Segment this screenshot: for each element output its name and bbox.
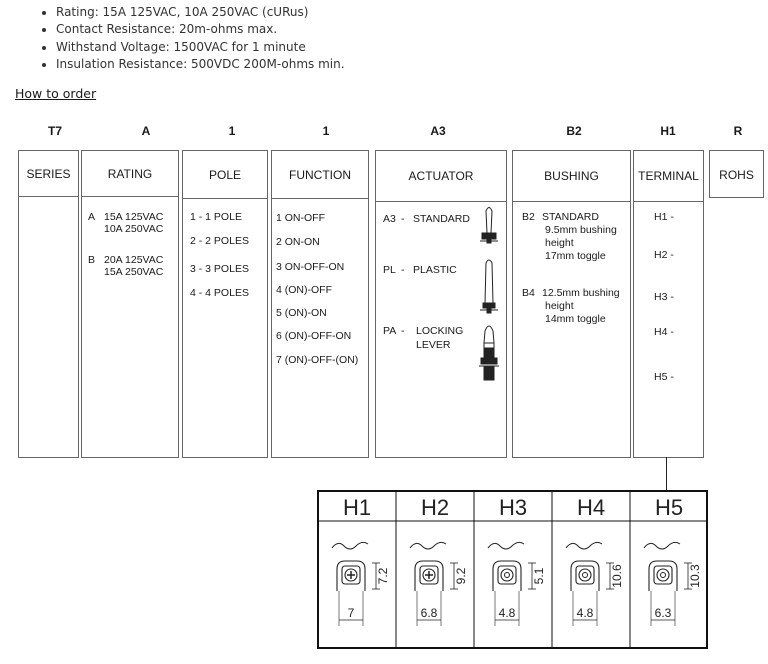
height-dimension-label: 10.3	[688, 564, 702, 588]
order-code-pole: 1	[228, 124, 236, 138]
series-header: SERIES	[19, 151, 78, 197]
actuator-option-code: PA	[383, 325, 397, 337]
terminal-type-label: H1	[343, 495, 371, 520]
function-option: 4 (ON)-OFF	[276, 284, 332, 296]
terminal-type-label: H5	[655, 495, 683, 520]
actuator-option-code: PL	[383, 264, 396, 276]
function-option: 5 (ON)-ON	[276, 307, 327, 319]
function-option: 1 ON-OFF	[276, 212, 325, 224]
actuator-header: ACTUATOR	[376, 151, 506, 202]
width-dimension-label: 7	[348, 606, 355, 620]
rating-option-line2: 15A 250VAC	[104, 266, 164, 278]
pole-header: POLE	[183, 151, 267, 199]
pole-option: 1 - 1 POLE	[190, 211, 242, 223]
bushing-option-detail: 14mm toggle	[545, 313, 606, 325]
order-code-bushing: B2	[566, 124, 582, 138]
actuator-option-label: STANDARD	[413, 213, 470, 225]
bushing-header: BUSHING	[513, 151, 630, 202]
function-option: 3 ON-OFF-ON	[276, 261, 345, 273]
height-dimension-label: 5.1	[532, 567, 546, 584]
width-dimension-label: 4.8	[577, 606, 594, 620]
order-code-terminal: H1	[660, 124, 676, 138]
function-header: FUNCTION	[272, 151, 368, 199]
terminal-cell-h3: H3 5.1 4.8	[473, 491, 546, 648]
height-dimension-label: 10.6	[610, 564, 624, 588]
bushing-option-detail: 9.5mm bushing	[545, 224, 617, 236]
terminal-type-label: H4	[577, 495, 605, 520]
function-option: 2 ON-ON	[276, 236, 320, 248]
spec-list: Rating: 15A 125VAC, 10A 250VAC (cURus) C…	[38, 4, 345, 73]
rating-option-code: A	[88, 211, 96, 223]
terminal-diagram: H1 7.2 7 H2 9.2 6.8 H3 5.1 4.8 H4 10.6 4.8 H5 10.3 6.3	[317, 490, 708, 649]
how-to-order-link[interactable]: How to order	[15, 86, 97, 101]
terminal-option: H2 -	[654, 249, 674, 261]
function-option: 6 (ON)-OFF-ON	[276, 330, 352, 342]
spec-withstand-voltage: Withstand Voltage: 1500VAC for 1 minute	[56, 39, 345, 56]
actuator-option-label: LOCKING	[416, 325, 464, 337]
connector-line	[666, 457, 667, 491]
rating-header: RATING	[82, 151, 178, 197]
order-code-rating: A	[141, 124, 151, 138]
standard-toggle-icon	[480, 207, 498, 244]
spec-rating: Rating: 15A 125VAC, 10A 250VAC (cURus)	[56, 4, 345, 21]
terminal-column: TERMINAL H1 - H2 - H3 - H4 - H5 -	[633, 150, 704, 458]
bushing-option-detail: 17mm toggle	[545, 250, 606, 262]
height-dimension-label: 7.2	[376, 567, 390, 584]
order-code-series: T7	[47, 124, 62, 138]
bushing-option-code: B4	[522, 287, 535, 299]
terminal-cell-h5: H5 10.3 6.3	[629, 491, 702, 648]
pole-option: 4 - 4 POLES	[190, 287, 249, 299]
bushing-column: BUSHING B2 STANDARD 9.5mm bushing height…	[512, 150, 631, 458]
pole-option: 3 - 3 POLES	[190, 263, 249, 275]
order-code-rohs: R	[733, 124, 743, 138]
actuator-option-label: PLASTIC	[413, 264, 457, 276]
function-column: FUNCTION 1 ON-OFF 2 ON-ON 3 ON-OFF-ON 4 …	[271, 150, 369, 458]
spec-insulation-resistance: Insulation Resistance: 500VDC 200M-ohms …	[56, 56, 345, 73]
bushing-option-detail: height	[545, 237, 574, 249]
pole-option: 2 - 2 POLES	[190, 235, 249, 247]
terminal-type-label: H2	[421, 495, 449, 520]
actuator-option-code: A3	[383, 213, 396, 225]
width-dimension-label: 6.3	[655, 606, 672, 620]
width-dimension-label: 6.8	[421, 606, 438, 620]
order-code-function: 1	[322, 124, 330, 138]
bushing-option-detail: height	[545, 300, 574, 312]
function-option: 7 (ON)-OFF-(ON)	[276, 354, 359, 366]
terminal-cell-h4: H4 10.6 4.8	[551, 491, 624, 648]
terminal-cell-h2: H2 9.2 6.8	[395, 491, 468, 648]
terminal-option: H5 -	[654, 371, 674, 383]
rating-column: RATING A 15A 125VAC 10A 250VAC B 20A 125…	[81, 150, 179, 458]
order-code-actuator: A3	[430, 124, 446, 138]
actuator-column: ACTUATOR A3 - STANDARD PL - PLASTIC PA -…	[375, 150, 507, 458]
spec-contact-resistance: Contact Resistance: 20m-ohms max.	[56, 21, 345, 38]
rating-option-code: B	[88, 254, 96, 266]
locking-lever-icon	[479, 325, 499, 381]
pole-column: POLE 1 - 1 POLE 2 - 2 POLES 3 - 3 POLES …	[182, 150, 268, 458]
actuator-option-label2: LEVER	[416, 339, 451, 351]
terminal-option: H3 -	[654, 291, 674, 303]
terminal-option: H1 -	[654, 211, 674, 223]
actuator-illustrations	[479, 207, 499, 381]
terminal-header: TERMINAL	[634, 151, 703, 202]
bushing-option-label: STANDARD	[542, 211, 599, 223]
rating-option-line1: 20A 125VAC	[104, 254, 164, 266]
plastic-toggle-icon	[480, 259, 498, 314]
terminal-type-label: H3	[499, 495, 527, 520]
bushing-option-code: B2	[522, 211, 535, 223]
rohs-column: ROHS	[709, 150, 764, 198]
bushing-option-label: 12.5mm bushing	[542, 287, 620, 299]
rating-option-line1: 15A 125VAC	[104, 211, 164, 223]
width-dimension-label: 4.8	[499, 606, 516, 620]
terminal-option: H4 -	[654, 326, 674, 338]
rohs-header: ROHS	[719, 167, 754, 182]
height-dimension-label: 9.2	[454, 567, 468, 584]
series-column: SERIES	[18, 150, 79, 458]
terminal-cell-h1: H1 7.2 7	[331, 495, 390, 626]
rating-option-line2: 10A 250VAC	[104, 223, 164, 235]
